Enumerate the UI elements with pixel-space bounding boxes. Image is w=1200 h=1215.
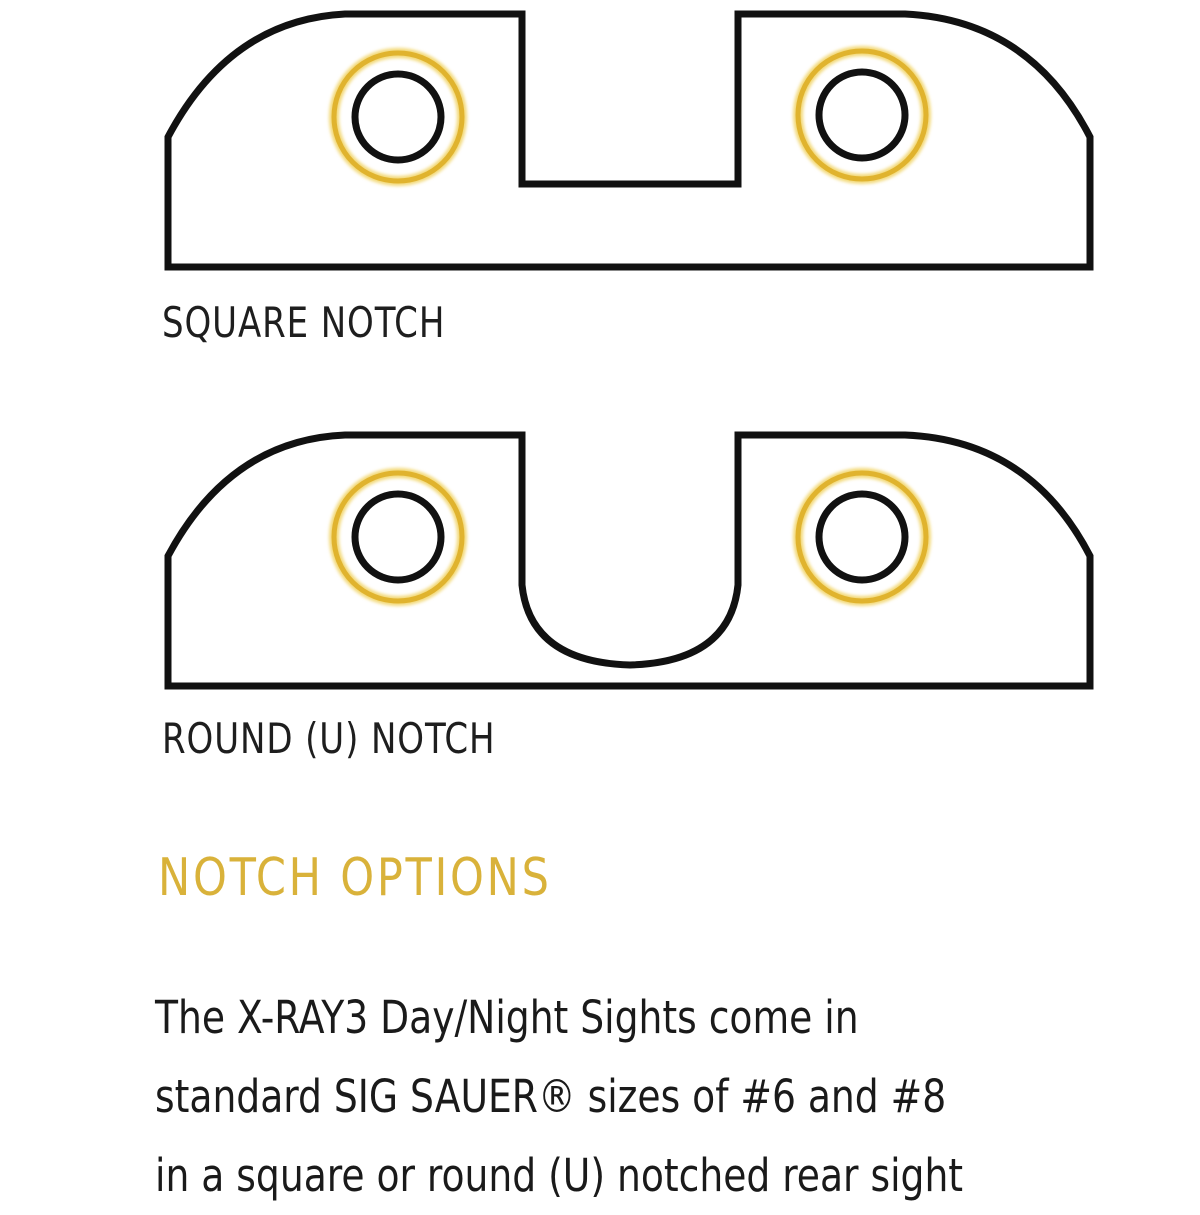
- round-notch-left-dot-icon: [329, 468, 467, 606]
- round-notch-label: ROUND (U) NOTCH: [162, 714, 496, 763]
- square-notch-sight-outline: [164, 10, 1094, 271]
- notch-options-heading: NOTCH OPTIONS: [158, 848, 552, 908]
- description-line: standard SIG SAUER® sizes of #6 and #8: [155, 1070, 947, 1123]
- description-line: in a square or round (U) notched rear si…: [155, 1149, 964, 1202]
- square-notch-label: SQUARE NOTCH: [162, 298, 446, 347]
- round-notch-right-dot-icon: [793, 468, 931, 606]
- square-notch-left-dot-icon: [329, 48, 467, 186]
- round-notch-sight-outline: [164, 431, 1094, 690]
- description-line: The X-RAY3 Day/Night Sights come in: [155, 991, 859, 1044]
- notch-options-description: The X-RAY3 Day/Night Sights come in stan…: [155, 978, 1127, 1215]
- notch-diagram: [164, 10, 1094, 690]
- square-notch-right-dot-icon: [793, 46, 931, 184]
